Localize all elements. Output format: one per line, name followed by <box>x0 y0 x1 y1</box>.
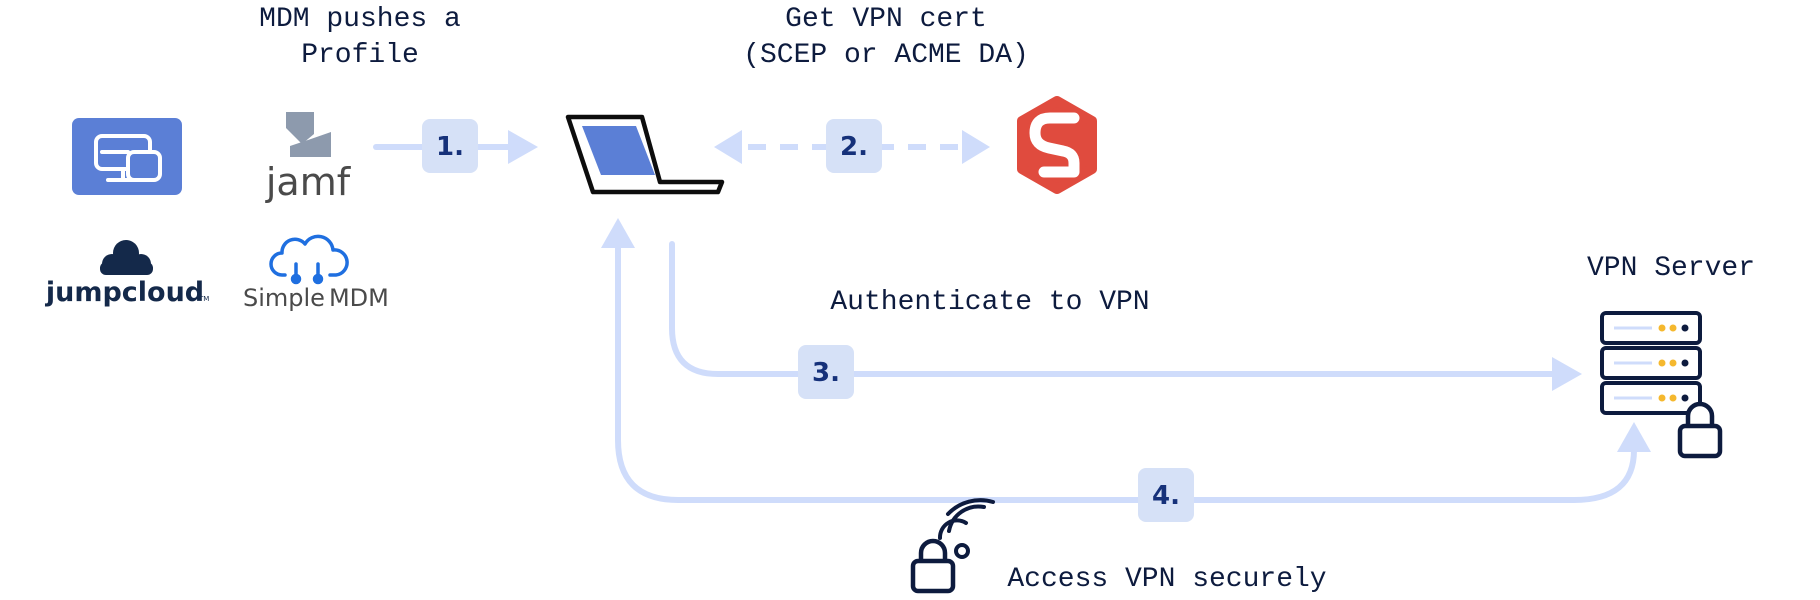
wifi-lock-icon <box>910 498 995 594</box>
jamf-wordmark: jamf <box>265 160 352 204</box>
mdm-device-icon <box>72 118 182 195</box>
jamf-logo: jamf <box>265 112 352 204</box>
mdm-label-line1: MDM pushes a <box>259 4 461 35</box>
server-lock-icon <box>1600 311 1723 459</box>
flow-arrow-4 <box>601 218 1651 503</box>
step-badge-4: 4. <box>1138 468 1194 522</box>
step-badge-3: 3. <box>798 345 854 399</box>
cert-label-line2: (SCEP or ACME DA) <box>743 40 1029 71</box>
server-padlock <box>1677 401 1723 459</box>
step-badge-2: 2. <box>826 119 882 173</box>
step-label-1: 1. <box>436 132 464 162</box>
laptop-icon <box>565 114 725 195</box>
flow-arrow-3 <box>669 241 1582 391</box>
cert-label-line1: Get VPN cert <box>785 4 987 35</box>
simplemdm-cloud-icon <box>269 234 349 285</box>
step-label-4: 4. <box>1152 481 1180 511</box>
smallstep-logo-icon <box>1017 96 1097 194</box>
jumpcloud-wordmark: jumpcloud <box>45 277 204 308</box>
access-label: Access VPN securely <box>1007 564 1326 595</box>
mdm-label-line2: Profile <box>301 40 419 71</box>
step-badge-1: 1. <box>422 119 478 173</box>
auth-label: Authenticate to VPN <box>830 287 1149 318</box>
jumpcloud-cloud-mark <box>100 240 153 275</box>
jumpcloud-logo: jumpcloud TM <box>45 240 209 308</box>
laptop-screen <box>582 126 655 175</box>
step-label-2: 2. <box>840 132 868 162</box>
jamf-mark-bottom <box>290 132 331 157</box>
step-label-3: 3. <box>812 358 840 388</box>
jumpcloud-tm: TM <box>198 295 209 303</box>
vpn-server-label: VPN Server <box>1587 253 1755 284</box>
jamf-mark-top <box>286 112 314 144</box>
